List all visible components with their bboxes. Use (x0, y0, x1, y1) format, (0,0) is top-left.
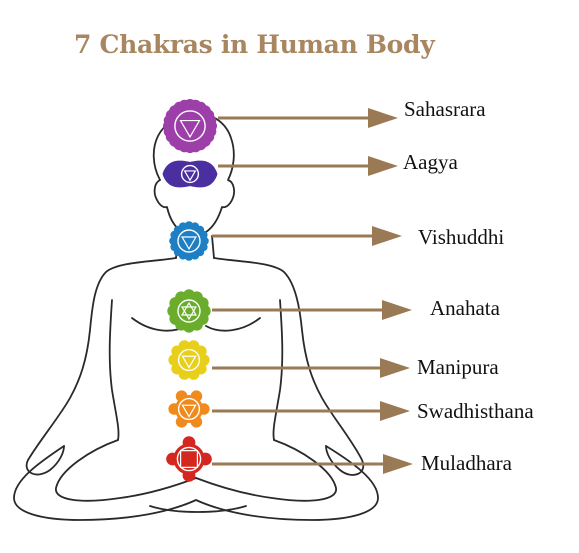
arrowhead-aagya (368, 156, 398, 176)
muladhara-chakra-icon (166, 436, 212, 482)
arrows (212, 108, 413, 474)
figure-head (152, 112, 235, 233)
figure-legs (13, 445, 379, 521)
anahata-chakra-icon (167, 289, 211, 333)
label-swadhisthana: Swadhisthana (417, 399, 534, 423)
figure-left-inner-arm (108, 299, 120, 441)
arrowhead-anahata (382, 300, 412, 320)
figure-right-knee (195, 439, 337, 502)
arrowhead-manipura (380, 358, 410, 378)
diagram-title: 7 Chakras in Human Body (74, 30, 435, 59)
manipura-chakra-icon (168, 340, 210, 380)
figure-chest-right (205, 317, 261, 332)
vishuddhi-chakra-icon (169, 221, 209, 261)
swadhisthana-chakra-icon (168, 390, 210, 428)
arrowhead-vishuddhi (372, 226, 402, 246)
label-aagya: Aagya (403, 150, 458, 174)
arrowhead-swadhisthana (380, 401, 410, 421)
arrowhead-sahasrara (368, 108, 398, 128)
aagya-chakra-icon (162, 160, 218, 188)
chakra-symbols (162, 99, 218, 482)
figure-right-arm (213, 257, 365, 476)
label-vishuddhi: Vishuddhi (418, 225, 505, 249)
figure-right-inner-arm (272, 299, 284, 441)
figure-neck-right (211, 235, 215, 259)
label-anahata: Anahata (430, 296, 500, 320)
label-muladhara: Muladhara (421, 451, 512, 475)
figure-left-knee (55, 439, 197, 502)
label-manipura: Manipura (417, 355, 499, 379)
figure-feet (149, 505, 247, 513)
label-sahasrara: Sahasrara (404, 97, 486, 121)
figure-head-left (153, 179, 183, 233)
sahasrara-chakra-icon (163, 99, 217, 153)
arrowhead-muladhara (383, 454, 413, 474)
figure-left-arm (25, 257, 177, 476)
